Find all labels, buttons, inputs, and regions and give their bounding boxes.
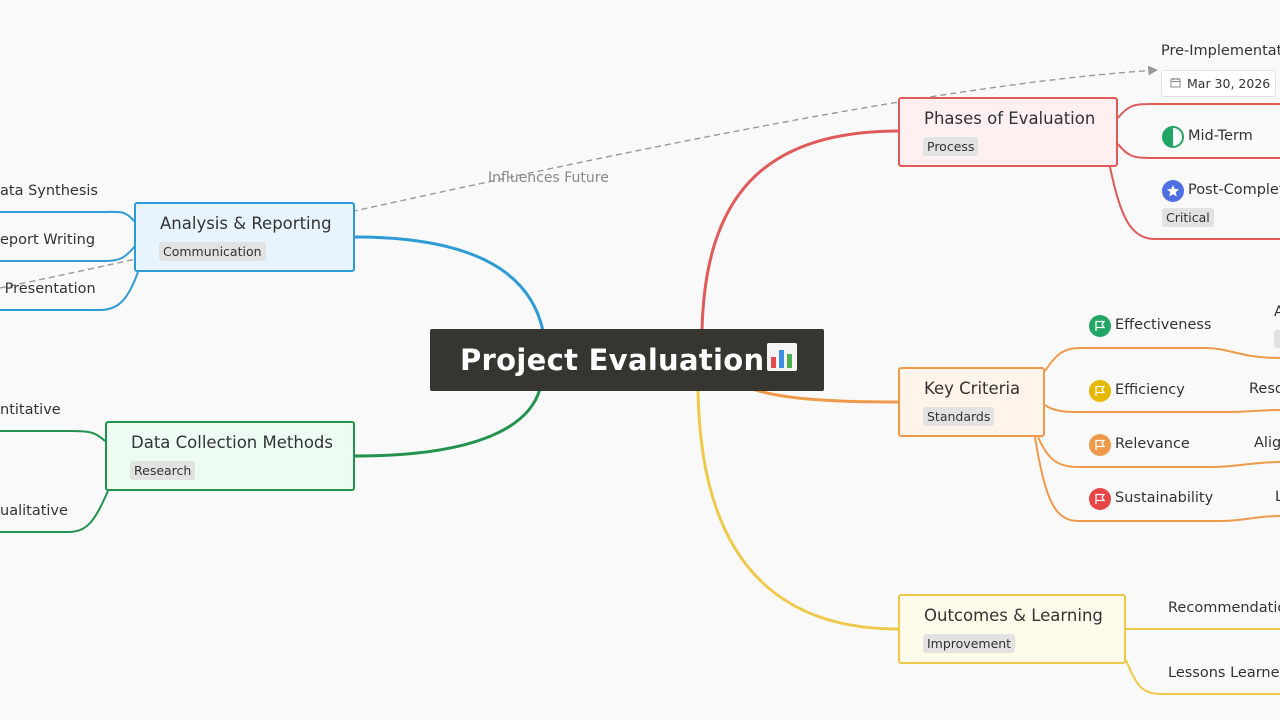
flag-icon xyxy=(1089,488,1111,510)
branch-tag: Standards xyxy=(923,407,995,426)
link-data xyxy=(354,388,542,458)
branch-tag: Research xyxy=(130,461,196,480)
link-phases xyxy=(700,129,899,332)
critical-tag: Critical xyxy=(1162,208,1214,227)
half-progress-icon xyxy=(1162,126,1184,148)
flag-icon xyxy=(1089,434,1111,456)
calendar-icon xyxy=(1170,76,1181,91)
branch-outcomes[interactable]: Outcomes & Learning Improvement xyxy=(898,594,1126,664)
flag-icon xyxy=(1089,315,1111,337)
star-icon xyxy=(1162,180,1184,202)
child-sustainability[interactable]: Sustainability xyxy=(1115,490,1214,506)
child-mid-term[interactable]: Mid-Term xyxy=(1188,128,1253,144)
branch-data-collection[interactable]: Data Collection Methods Research xyxy=(105,421,355,491)
child-effectiveness[interactable]: Effectiveness xyxy=(1115,317,1212,333)
grandchild-fragment[interactable]: Reso xyxy=(1249,381,1280,397)
branch-tag: Communication xyxy=(159,242,266,261)
branch-title: Analysis & Reporting xyxy=(160,214,332,233)
child-pre-implementation[interactable]: Pre-Implementati xyxy=(1161,43,1280,59)
branch-analysis-reporting[interactable]: Analysis & Reporting Communication xyxy=(134,202,355,272)
root-topic[interactable]: Project Evaluation xyxy=(430,329,824,391)
branch-title: Data Collection Methods xyxy=(131,433,333,452)
grandchild-fragment[interactable]: A xyxy=(1274,304,1280,320)
child-recommendations[interactable]: Recommendatio xyxy=(1168,600,1280,616)
link-criteria xyxy=(751,387,899,404)
child-qualitative[interactable]: ualitative xyxy=(0,503,68,519)
child-efficiency[interactable]: Efficiency xyxy=(1115,382,1185,398)
grandchild-fragment[interactable]: L xyxy=(1275,489,1280,505)
child-lessons-learned[interactable]: Lessons Learne xyxy=(1168,665,1280,681)
branch-title: Key Criteria xyxy=(924,379,1021,398)
child-presentation[interactable]: Presentation xyxy=(0,281,96,297)
link-analysis xyxy=(354,235,545,332)
branch-tag: Improvement xyxy=(923,634,1016,653)
child-post-completion[interactable]: Post-Complet xyxy=(1188,182,1280,198)
flag-icon xyxy=(1089,380,1111,402)
date-badge[interactable]: Mar 30, 2026 xyxy=(1161,70,1276,97)
bar-chart-icon xyxy=(766,341,798,380)
child-relevance[interactable]: Relevance xyxy=(1115,436,1190,452)
grandchild-tag-fragment xyxy=(1274,330,1280,348)
branch-tag: Process xyxy=(923,137,979,156)
root-title: Project Evaluation xyxy=(460,343,765,377)
branch-phases[interactable]: Phases of Evaluation Process xyxy=(898,97,1118,167)
child-data-synthesis[interactable]: ata Synthesis xyxy=(0,183,98,199)
date-text: Mar 30, 2026 xyxy=(1187,76,1271,91)
grandchild-fragment[interactable]: Alig xyxy=(1254,435,1280,451)
child-report-writing[interactable]: eport Writing xyxy=(0,232,96,248)
link-outcomes xyxy=(696,388,899,631)
relationship-label[interactable]: Influences Future xyxy=(488,170,609,186)
child-quantitative[interactable]: ntitative xyxy=(0,402,61,418)
branch-key-criteria[interactable]: Key Criteria Standards xyxy=(898,367,1045,437)
branch-title: Outcomes & Learning xyxy=(924,606,1103,625)
branch-title: Phases of Evaluation xyxy=(924,109,1096,128)
